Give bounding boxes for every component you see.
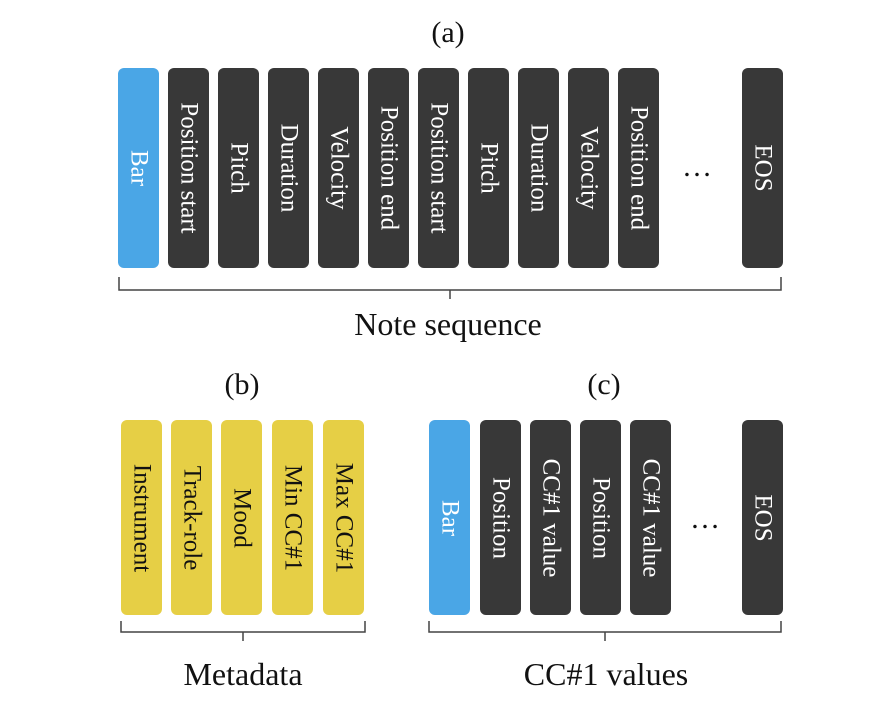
note-sequence-brace [118,277,782,299]
token-velocity: Velocity [568,68,609,268]
token-max-cc-1: Max CC#1 [323,420,364,615]
token-position: Position [480,420,521,615]
token-label: Bar [125,149,152,187]
token-position-start: Position start [418,68,459,268]
token-duration: Duration [268,68,309,268]
ellipsis: … [690,502,722,535]
token-position-end: Position end [368,68,409,268]
token-position-end: Position end [618,68,659,268]
token-label: Instrument [128,463,155,572]
token-pitch: Pitch [218,68,259,268]
token-label: Bar [436,499,463,536]
token-label: Duration [275,123,302,213]
token-label: Pitch [225,142,252,194]
token-mood: Mood [221,420,262,615]
token-label: Position end [625,105,652,231]
token-label: Position end [375,105,402,231]
token-label: Position [587,476,614,559]
token-velocity: Velocity [318,68,359,268]
metadata-caption: Metadata [183,656,303,692]
token-min-cc-1: Min CC#1 [272,420,313,615]
ellipsis: … [682,150,714,183]
token-label: Mood [228,487,255,548]
token-pitch: Pitch [468,68,509,268]
token-instrument: Instrument [121,420,162,615]
token-label: Min CC#1 [279,464,306,571]
token-label: EOS [749,493,776,542]
token-label: Position start [175,102,202,234]
token-label: Max CC#1 [330,462,357,573]
token-label: EOS [749,144,776,192]
token-duration: Duration [518,68,559,268]
cc1-values-brace [428,621,782,641]
token-label: Track-role [178,465,205,570]
panel-c-label: (c) [587,368,621,401]
token-label: Duration [525,123,552,213]
token-position-start: Position start [168,68,209,268]
token-bar: Bar [118,68,159,268]
token-eos: EOS [742,68,783,268]
token-label: Position start [425,102,452,234]
token-label: Velocity [325,126,352,210]
token-label: Position [487,476,514,559]
token-position: Position [580,420,621,615]
token-track-role: Track-role [171,420,212,615]
cc1-values-caption: CC#1 values [523,656,689,692]
token-eos: EOS [742,420,783,615]
token-label: CC#1 value [637,458,664,577]
metadata-brace [120,621,366,641]
token-cc-1-value: CC#1 value [630,420,671,615]
token-label: Pitch [475,142,502,194]
token-cc-1-value: CC#1 value [530,420,571,615]
panel-b-label: (b) [224,368,260,401]
token-label: Velocity [575,126,602,210]
note-sequence-caption: Note sequence [354,306,542,342]
token-label: CC#1 value [537,458,564,577]
panel-a-label: (a) [431,16,465,49]
token-bar: Bar [429,420,470,615]
